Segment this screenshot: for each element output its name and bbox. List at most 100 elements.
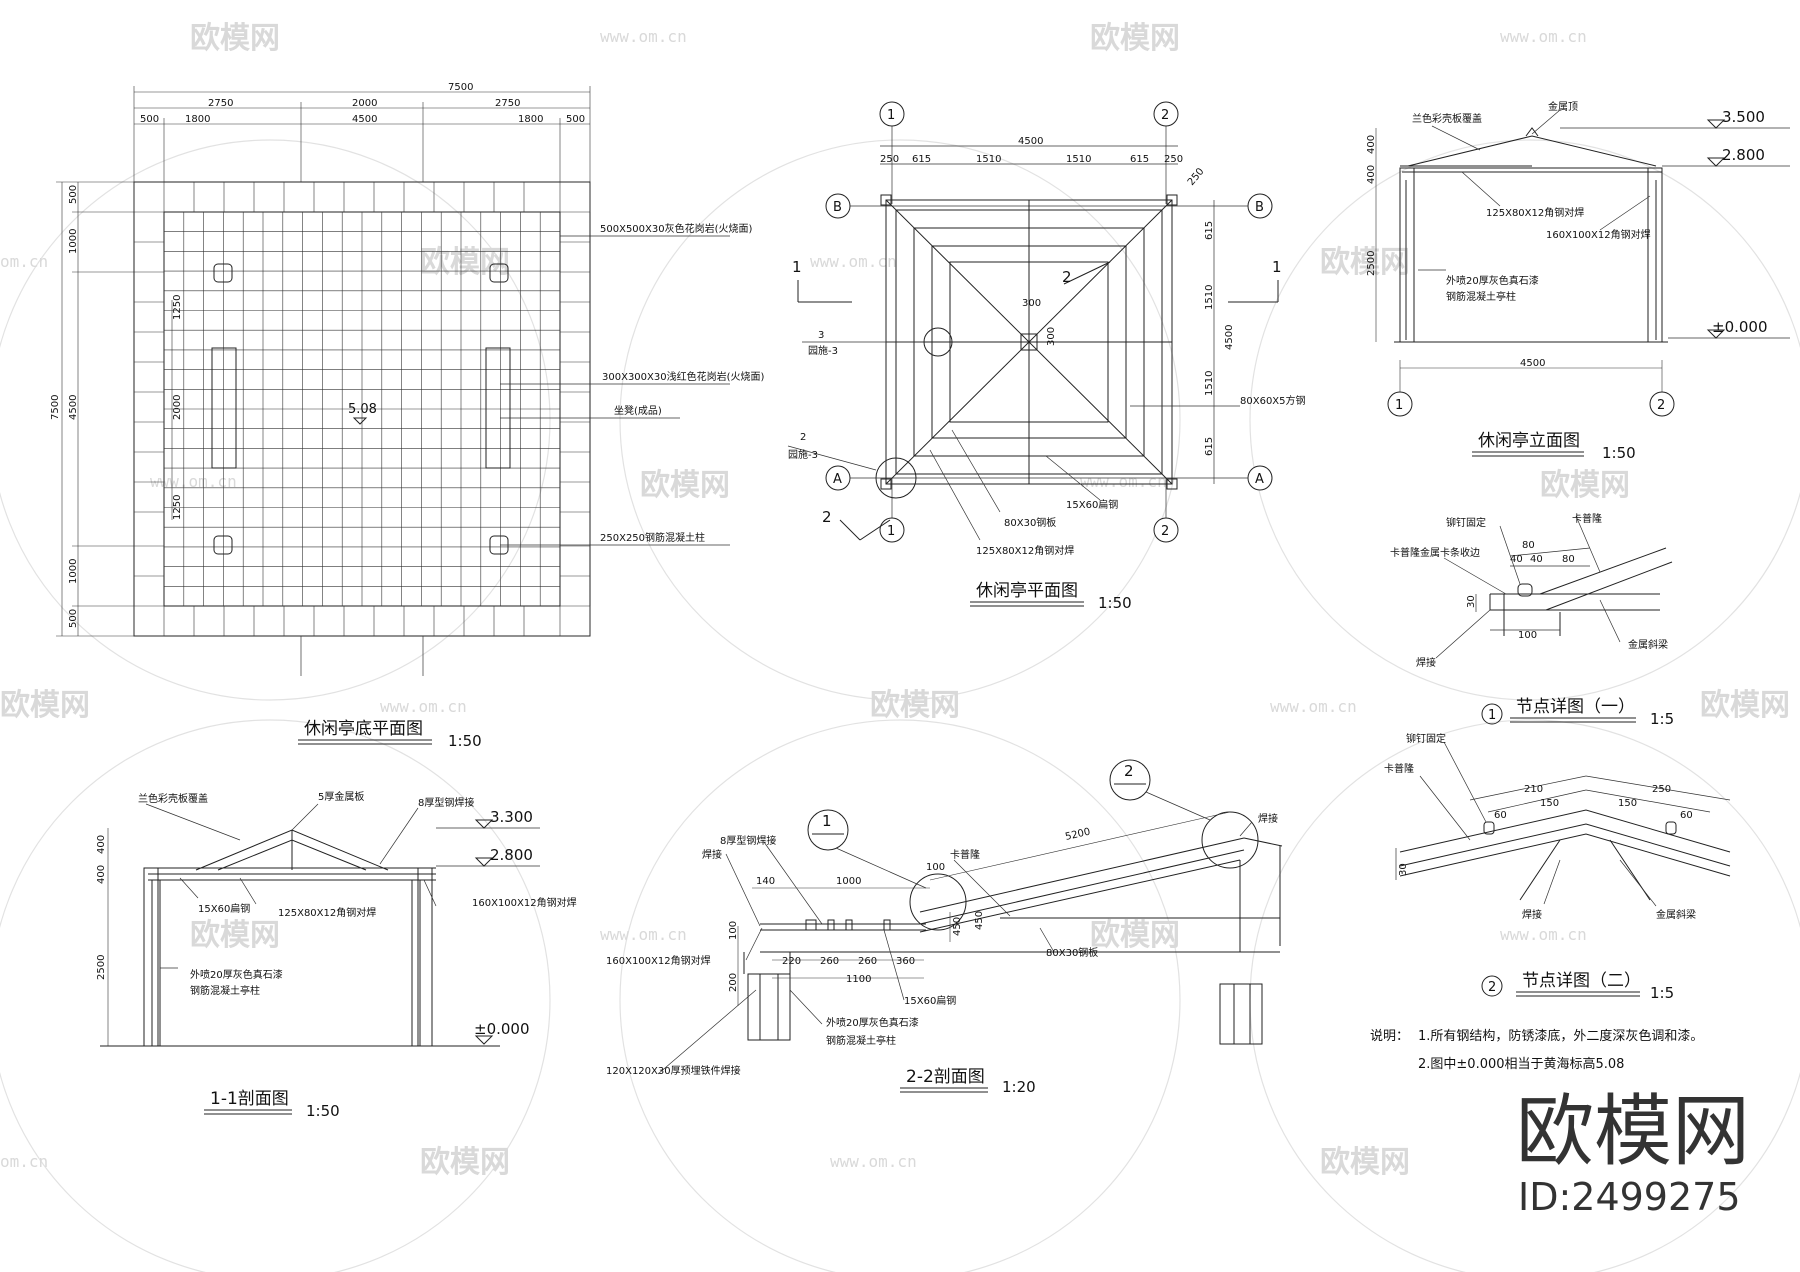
- section-2-2: 1 2 140 1000 220 260 260 360 1100 5200 1…: [606, 759, 1283, 1096]
- callout-num: 3: [818, 330, 824, 341]
- axis-b: B: [1255, 200, 1264, 215]
- note-concrete-column: 250X250钢筋混凝土柱: [600, 531, 705, 544]
- watermark-url: www.om.cn: [380, 697, 467, 716]
- note-polycarbonate: 卡普隆: [950, 848, 980, 861]
- detail-num: 2: [1488, 980, 1496, 995]
- level: 3.500: [1722, 108, 1765, 126]
- axis-2: 2: [1161, 524, 1169, 539]
- dim: 220: [782, 956, 801, 967]
- level: 3.300: [490, 808, 533, 826]
- detail1-title: 节点详图（一）: [1516, 697, 1635, 717]
- watermarks: 欧模网 www.om.cn 欧模网 www.om.cn om.cn 欧模网 ww…: [0, 21, 1790, 1180]
- watermark-logo: 欧模网: [420, 245, 510, 280]
- callout-1: 1: [822, 812, 832, 830]
- dim: 615: [1204, 437, 1215, 456]
- note-angle-steel: 125X80X12角钢对焊: [1486, 206, 1584, 219]
- dim: 100: [926, 862, 945, 873]
- dim: 260: [820, 956, 839, 967]
- dim: 2000: [352, 98, 377, 109]
- brand-id: ID:2499275: [1518, 1175, 1741, 1219]
- dim: 1000: [68, 559, 79, 584]
- dim-total: 7500: [50, 395, 61, 420]
- note-concrete-column: 钢筋混凝土亭柱: [826, 1034, 896, 1047]
- note-color-board: 兰色彩壳板覆盖: [138, 792, 208, 805]
- watermark-logo: 欧模网: [1320, 245, 1410, 280]
- detail2-title: 节点详图（二）: [1522, 971, 1641, 991]
- note-flat-steel: 15X60扁钢: [198, 902, 250, 915]
- dim: 80: [1522, 540, 1535, 551]
- section-mark-2: 2: [1062, 268, 1072, 286]
- note-polycarbonate: 卡普隆: [1384, 762, 1414, 775]
- section-1-1: 400 400 2500 3.300 2.800 ±0.000 兰色彩壳板覆盖 …: [96, 790, 577, 1120]
- dim: 5200: [1064, 826, 1091, 842]
- note-angle-steel: 125X80X12角钢对焊: [278, 906, 376, 919]
- dim: 4500: [1520, 358, 1545, 369]
- dim: 400: [1366, 165, 1377, 184]
- watermark-url: www.om.cn: [600, 27, 687, 46]
- dim: 2500: [1366, 251, 1377, 276]
- detail1-scale: 1:5: [1650, 710, 1674, 728]
- floor-plan-title: 休闲亭底平面图: [304, 719, 423, 739]
- detail2-scale: 1:5: [1650, 984, 1674, 1002]
- dim: 400: [96, 865, 107, 884]
- watermark-url: www.om.cn: [1500, 27, 1587, 46]
- dim: 250: [1186, 166, 1207, 188]
- note-weld: 焊接: [1522, 908, 1542, 921]
- dim: 300: [1022, 298, 1041, 309]
- dim: 500: [140, 114, 159, 125]
- floor-elevation: 5.08: [348, 402, 377, 417]
- watermark-url: www.om.cn: [150, 472, 237, 491]
- watermark-logo: 欧模网: [1540, 468, 1630, 503]
- note-metal-top: 金属顶: [1548, 100, 1578, 113]
- pavilion-plan-title: 休闲亭平面图: [976, 581, 1078, 601]
- detail-1: 铆钉固定 卡普隆 卡普隆金属卡条收边 焊接 金属斜梁 80 40 40 80 3…: [1390, 512, 1674, 728]
- dim: 300: [1046, 327, 1057, 346]
- watermark-edge: om.cn: [0, 1152, 48, 1171]
- dim: 2000: [172, 395, 183, 420]
- detail-num: 1: [1488, 708, 1496, 723]
- dim: 150: [1540, 798, 1559, 809]
- note-stone-paint: 外喷20厚灰色真石漆: [1446, 274, 1539, 287]
- dim: 615: [1130, 154, 1149, 165]
- dim: 40: [1530, 554, 1543, 565]
- dim: 1510: [1204, 371, 1215, 396]
- note-bench: 坐凳(成品): [614, 405, 662, 417]
- dim: 1800: [518, 114, 543, 125]
- dim-total: 4500: [1018, 136, 1043, 147]
- section22-title: 2-2剖面图: [906, 1067, 985, 1087]
- dim: 450: [952, 917, 963, 936]
- dim: 260: [858, 956, 877, 967]
- dim: 250: [1652, 784, 1671, 795]
- section-mark-1: 1: [1272, 258, 1282, 276]
- elevation-view: 3.500 2.800 ±0.000 400 400 2500 4500 1 2…: [1366, 100, 1790, 462]
- dim: 4500: [352, 114, 377, 125]
- watermark-url: www.om.cn: [830, 1152, 917, 1171]
- axis-a: A: [1255, 472, 1264, 487]
- note-stone-paint: 外喷20厚灰色真石漆: [826, 1016, 919, 1029]
- dim: 100: [1518, 630, 1537, 641]
- watermark-logo: 欧模网: [190, 918, 280, 953]
- note-rivet: 铆钉固定: [1446, 516, 1486, 529]
- note-steel-weld: 8厚型钢焊接: [418, 796, 474, 809]
- dim: 140: [756, 876, 775, 887]
- pavilion-plan: 1 2 B B A A 1 2 4500 250 615 1510 1510 6…: [787, 101, 1306, 612]
- watermark-logo: 欧模网: [420, 1145, 510, 1180]
- dim: 2750: [208, 98, 233, 109]
- callout-num: 2: [800, 432, 806, 443]
- dim: 1510: [976, 154, 1001, 165]
- note-rivet: 铆钉固定: [1406, 732, 1446, 745]
- dim: 250: [880, 154, 899, 165]
- dim: 1000: [68, 229, 79, 254]
- note-weld: 焊接: [702, 848, 722, 861]
- callout-ref: 园施-3: [808, 344, 838, 357]
- watermark-logo: 欧模网: [1090, 21, 1180, 56]
- dim: 615: [912, 154, 931, 165]
- dim: 60: [1680, 810, 1693, 821]
- pavilion-plan-scale: 1:50: [1098, 594, 1132, 612]
- dim: 1250: [172, 295, 183, 320]
- dim: 60: [1494, 810, 1507, 821]
- note-steel-plate: 80X30钢板: [1004, 516, 1056, 529]
- dim: 2750: [495, 98, 520, 109]
- callout-ref: 园施-3: [788, 448, 818, 461]
